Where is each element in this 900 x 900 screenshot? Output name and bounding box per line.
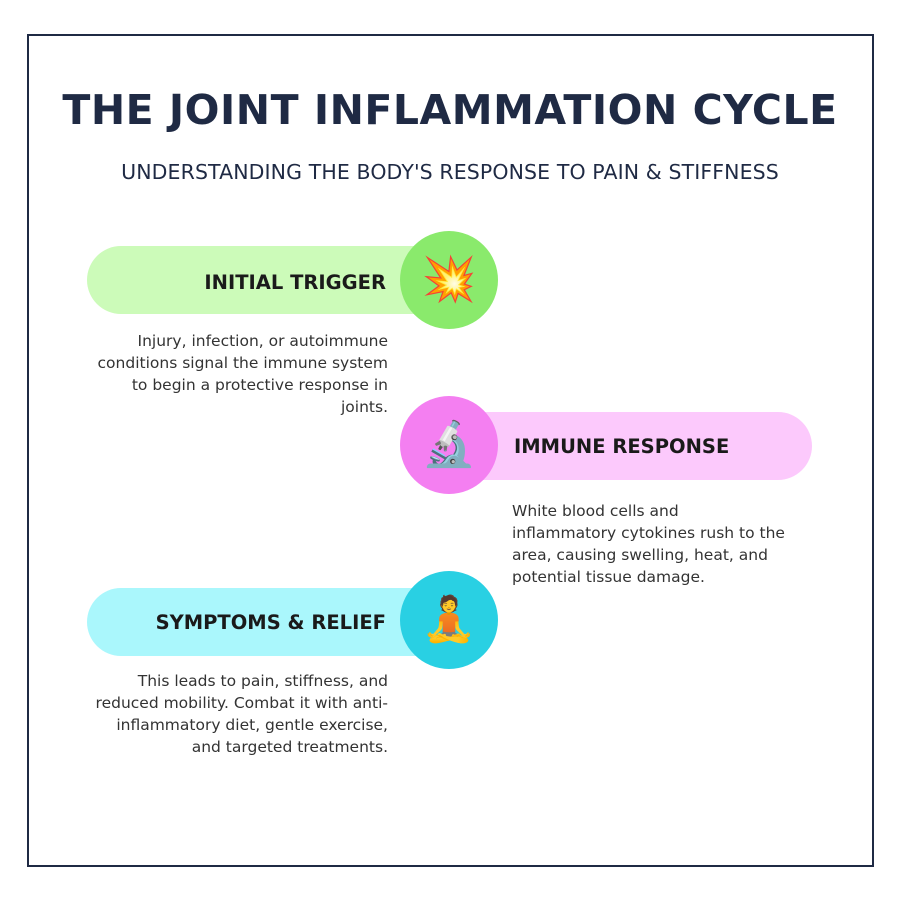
collision-icon: 💥 [421,254,477,305]
step-immune-response-label: IMMUNE RESPONSE [514,435,730,458]
step-initial-trigger-badge: 💥 [400,231,498,329]
infographic-frame [27,34,874,867]
step-initial-trigger-description: Injury, infection, or autoimmune conditi… [97,332,388,416]
step-symptoms-relief-badge: 🧘 [400,571,498,669]
microscope-icon: 🔬 [421,419,477,470]
step-immune-response-badge: 🔬 [400,396,498,494]
step-symptoms-relief-description: This leads to pain, stiffness, and reduc… [95,672,388,756]
step-initial-trigger-label: INITIAL TRIGGER [204,271,386,294]
page-subtitle: UNDERSTANDING THE BODY'S RESPONSE TO PAI… [121,160,779,184]
step-symptoms-relief-label: SYMPTOMS & RELIEF [155,611,386,634]
person-meditating-icon: 🧘 [421,594,477,645]
step-immune-response-description: White blood cells and inflammatory cytok… [512,502,785,586]
page-title: THE JOINT INFLAMMATION CYCLE [62,86,838,134]
